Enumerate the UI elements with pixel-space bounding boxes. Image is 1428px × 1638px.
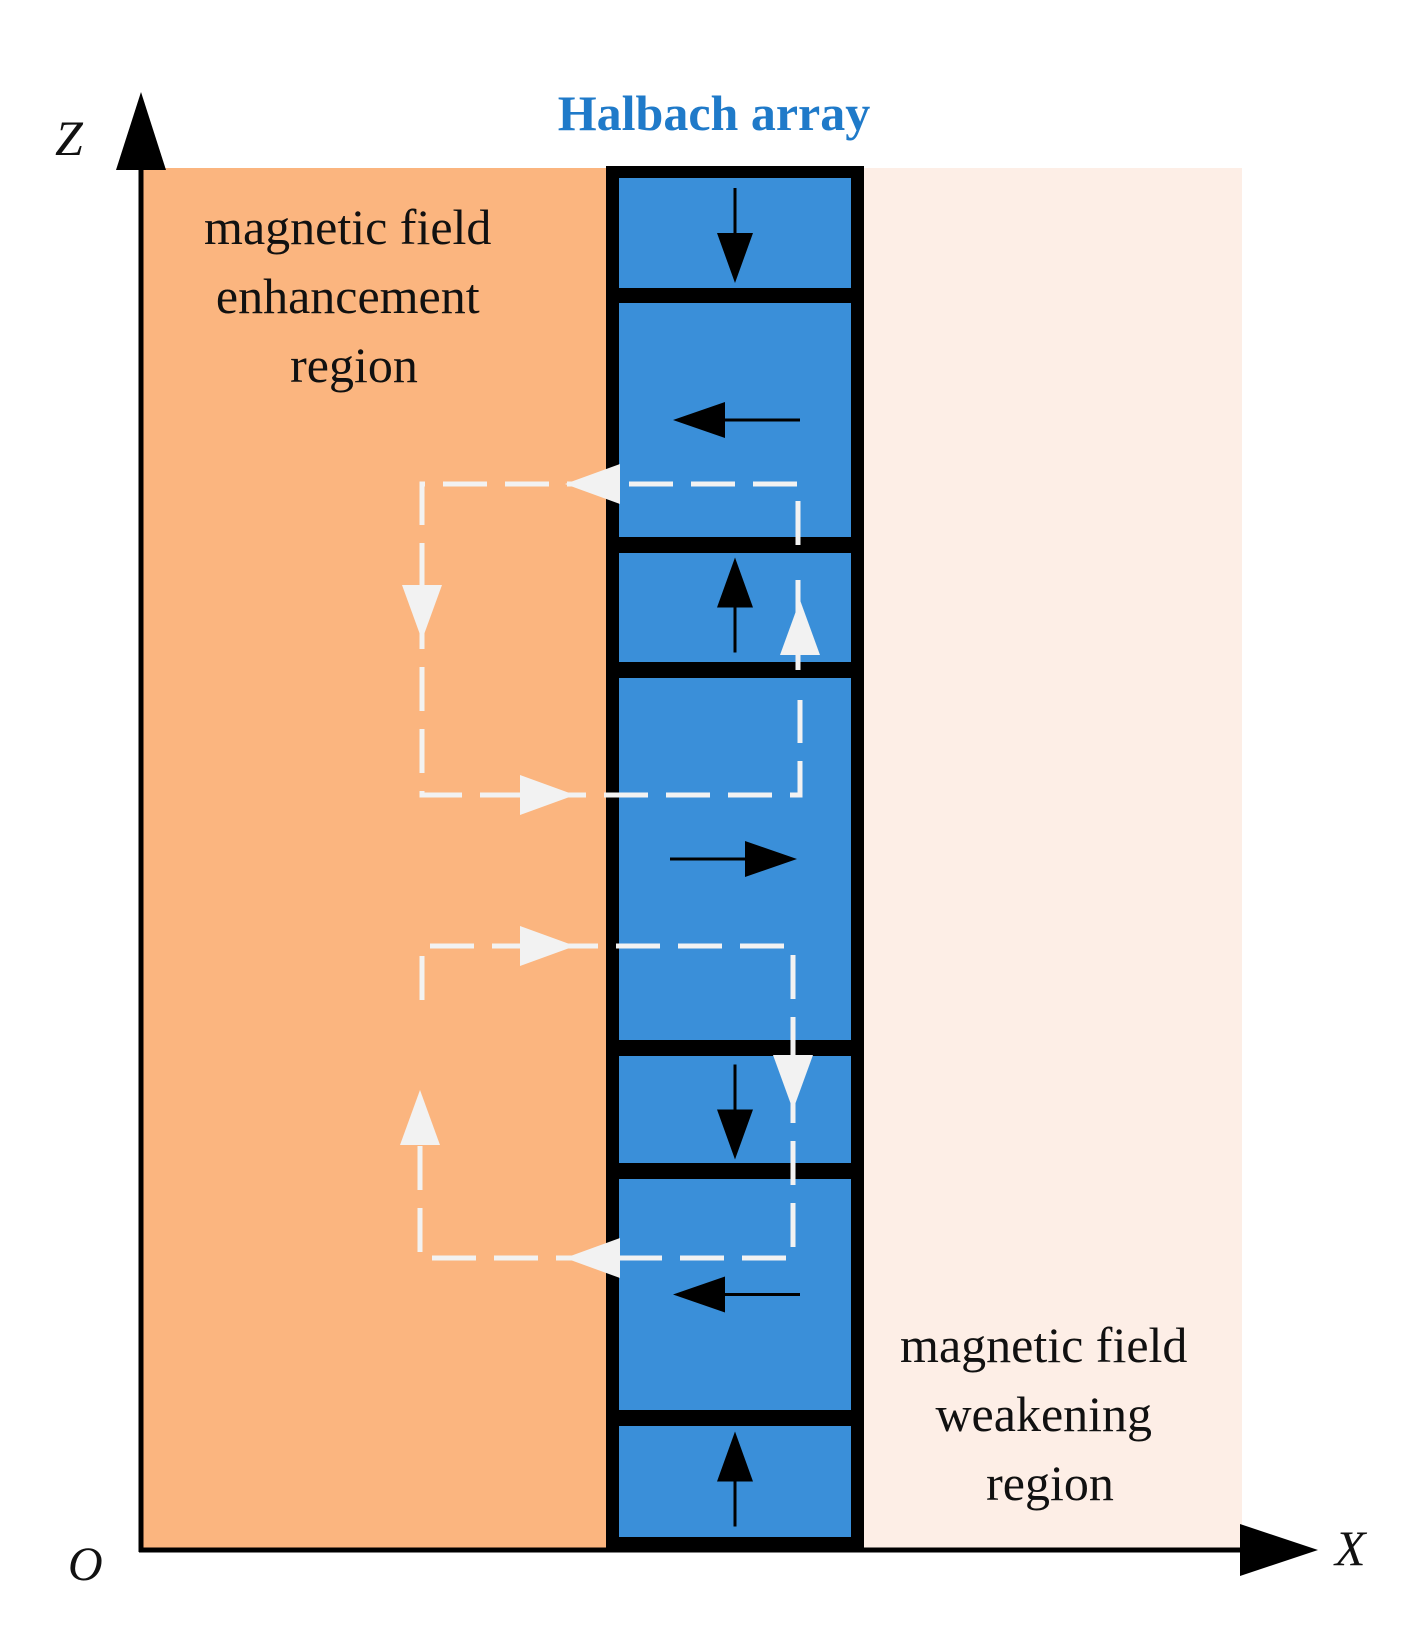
arrow-head [717, 557, 753, 608]
weakening-region [860, 168, 1242, 1550]
halbach-array [606, 166, 864, 1550]
magnetization-arrow-down [717, 188, 753, 283]
magnetization-arrow-right [670, 841, 797, 877]
z-axis-arrowhead [116, 92, 166, 170]
flux-arrowhead-up [400, 1090, 440, 1145]
weakening-region-label: magnetic field weakening region [900, 1317, 1200, 1511]
arrow-head [717, 1109, 753, 1160]
z-axis-label: Z [55, 110, 84, 166]
enhancement-region-label: magnetic field enhancement region [204, 199, 504, 393]
arrow-head [717, 1431, 753, 1482]
magnet-arrows [670, 188, 800, 1527]
flux-arrowheads [400, 464, 820, 1278]
magnetization-arrow-down [717, 1064, 753, 1160]
magnetization-arrow-up [717, 1431, 753, 1527]
magnetization-arrow-left [673, 1276, 800, 1313]
flux-arrowhead-up [780, 600, 820, 655]
flux-arrowhead-right [520, 775, 575, 815]
flux-arrowhead-left [565, 464, 620, 504]
x-axis-arrowhead [1240, 1524, 1318, 1576]
weakening-label-line-2: weakening [935, 1386, 1152, 1442]
enhancement-region [143, 168, 613, 1550]
arrow-head [745, 841, 797, 877]
magnetization-arrow-up [717, 557, 753, 653]
flux-arrowhead-left [565, 1238, 620, 1278]
weakening-label-line-1: magnetic field [900, 1317, 1187, 1373]
enhancement-label-line-1: magnetic field [204, 199, 491, 255]
arrow-head [673, 402, 725, 438]
flux-arrowhead-down [402, 585, 442, 640]
arrow-head [673, 1276, 725, 1313]
origin-label: O [68, 1538, 103, 1591]
x-axis-label: X [1333, 1520, 1368, 1576]
weakening-label-line-3: region [986, 1455, 1114, 1511]
enhancement-label-line-2: enhancement [216, 268, 480, 324]
coordinate-axes: Z X O [55, 92, 1368, 1591]
enhancement-label-line-3: region [290, 337, 418, 393]
arrow-head [717, 233, 753, 283]
flux-arrowhead-down [773, 1055, 813, 1110]
magnetization-arrow-left [673, 402, 800, 438]
diagram-title: Halbach array [558, 85, 870, 141]
flux-arrowhead-right [520, 926, 575, 966]
